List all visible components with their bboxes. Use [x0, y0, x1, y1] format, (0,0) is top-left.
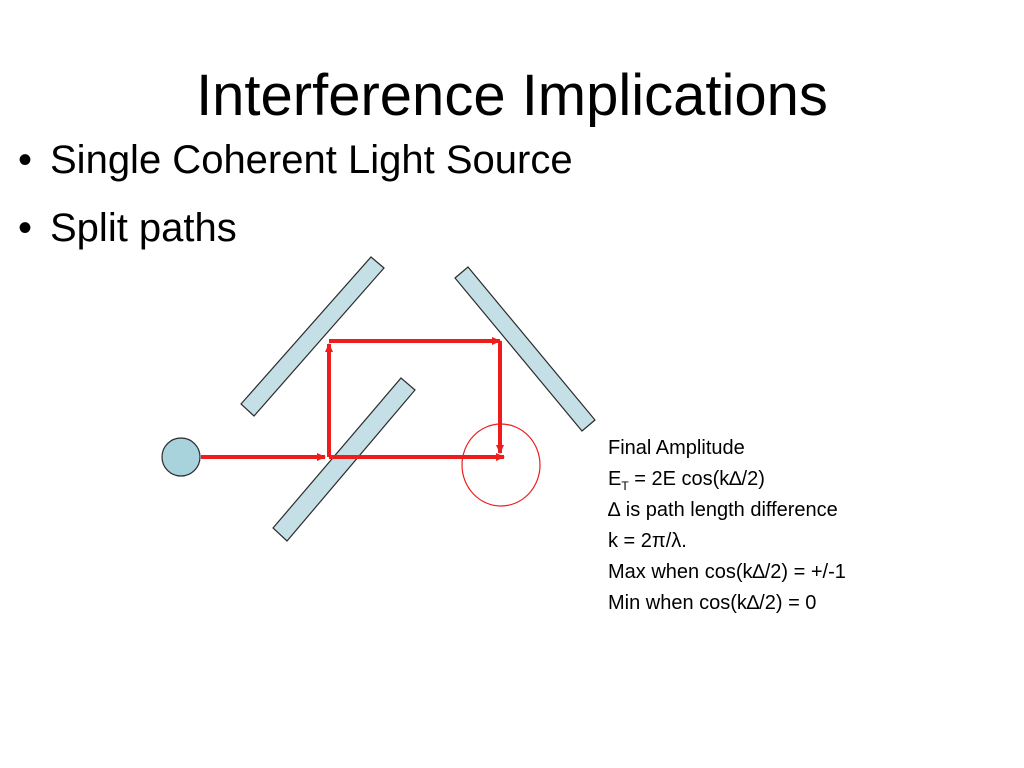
equation-rhs: = 2E cos(k∆/2): [628, 468, 765, 490]
bullet-text: Single Coherent Light Source: [50, 138, 573, 182]
light-source-icon: [161, 437, 201, 477]
detector-circle: [461, 423, 541, 507]
note-wavenumber: k = 2π/λ.: [608, 530, 687, 552]
amplitude-equation: ET = 2E cos(k∆/2): [608, 464, 846, 495]
bullet-text: Split paths: [50, 206, 237, 250]
bullet-item-split-paths: • Split paths: [18, 200, 573, 268]
mirror-right: [454, 266, 596, 432]
equation-lhs-subscript: T: [621, 479, 629, 493]
notes-heading: Final Amplitude: [608, 437, 745, 459]
equation-lhs: E: [608, 468, 622, 490]
bullet-item-light-source: • Single Coherent Light Source: [18, 132, 573, 200]
bullet-dot-icon: •: [18, 138, 33, 182]
bullet-dot-icon: •: [18, 206, 33, 250]
note-path-difference: ∆ is path length difference: [608, 499, 838, 521]
mirror-left: [240, 256, 385, 417]
amplitude-notes: Final Amplitude ET = 2E cos(k∆/2) ∆ is p…: [608, 433, 846, 619]
bullet-list: • Single Coherent Light Source • Split p…: [18, 132, 573, 268]
beam-splitter: [272, 377, 416, 542]
note-max-condition: Max when cos(k∆/2) = +/-1: [608, 561, 846, 583]
note-min-condition: Min when cos(k∆/2) = 0: [608, 592, 817, 614]
slide-title: Interference Implications: [196, 63, 828, 128]
